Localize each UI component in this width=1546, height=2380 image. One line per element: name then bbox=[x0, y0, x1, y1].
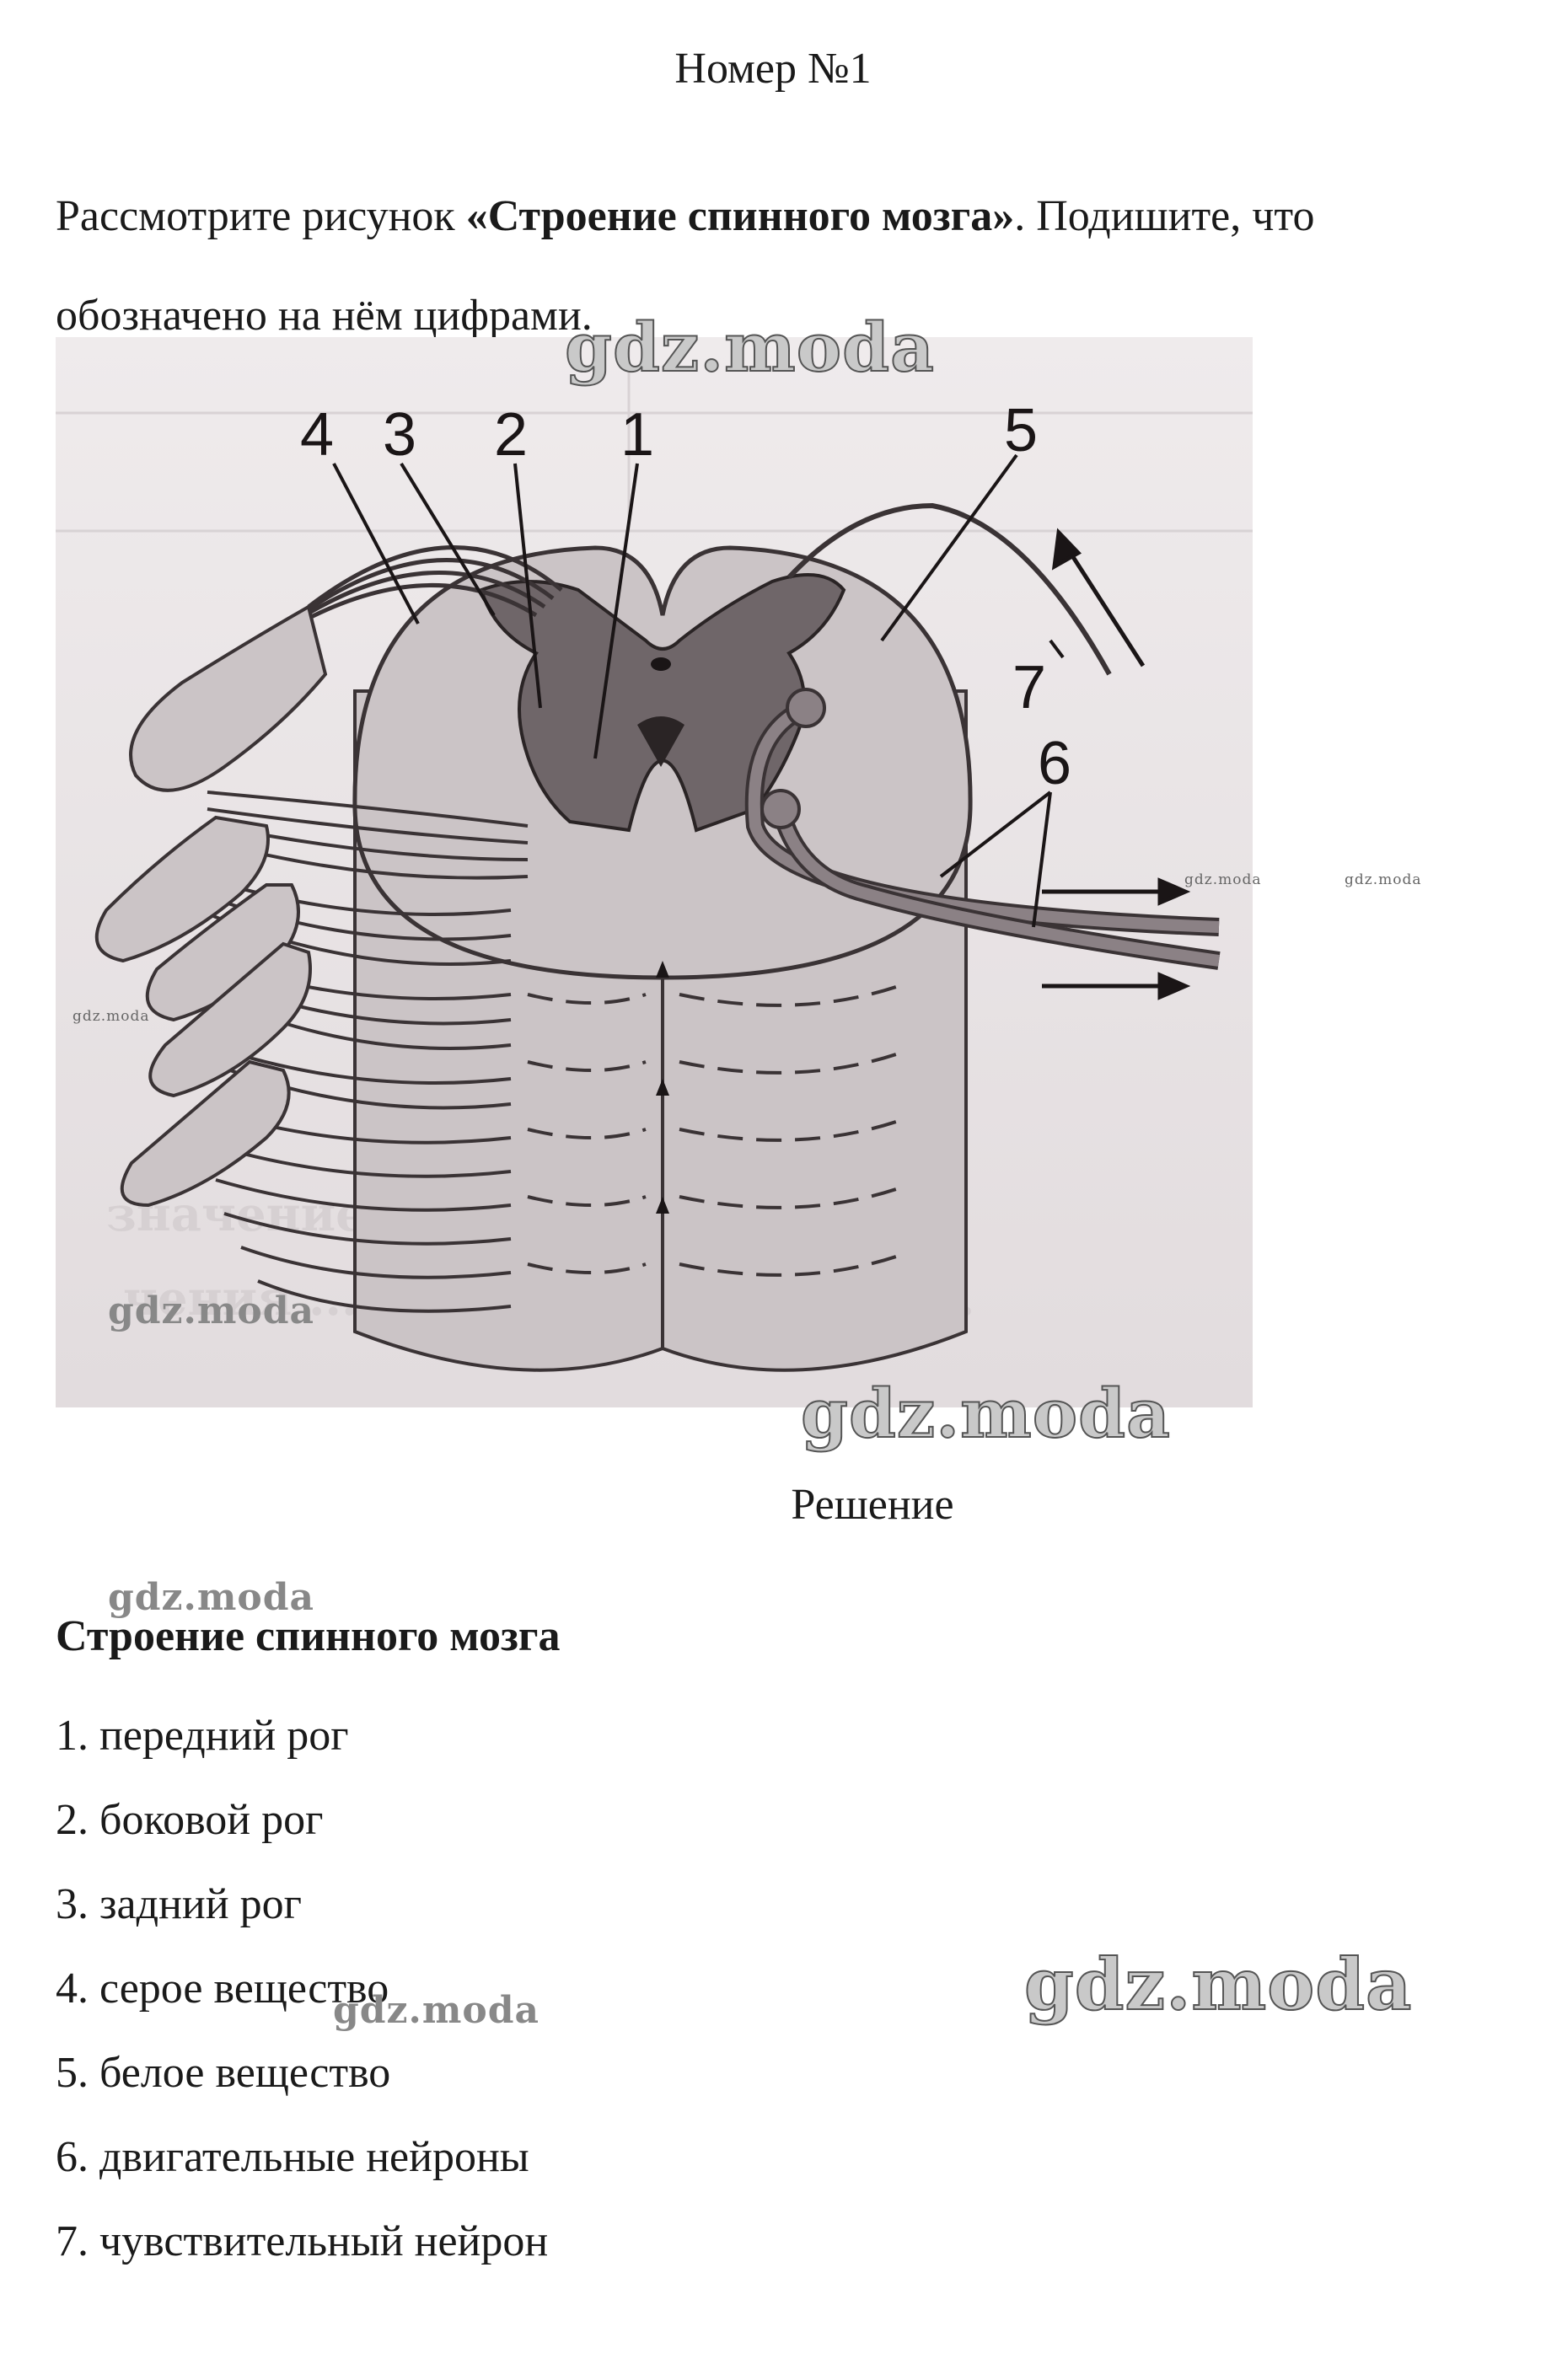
figure-background-lines bbox=[56, 337, 1253, 533]
answer-item-3: 3. задний рог bbox=[56, 1880, 302, 1928]
answer-item-2: 2. боковой рог bbox=[56, 1796, 324, 1844]
segment-dashes bbox=[527, 984, 899, 1277]
task-text: Рассмотрите рисунок «Строение спинного м… bbox=[56, 167, 1506, 366]
watermark: gdz.moda bbox=[1023, 1942, 1413, 2027]
signal-arrows bbox=[1042, 528, 1191, 1000]
label-7: 7 bbox=[1012, 654, 1046, 721]
sensory-neuron bbox=[786, 502, 1112, 676]
solution-label: Решение bbox=[791, 1481, 954, 1529]
label-3: 3 bbox=[383, 401, 416, 469]
watermark: gdz.moda bbox=[1345, 871, 1422, 888]
page-title: Номер №1 bbox=[674, 45, 872, 93]
task-prefix: Рассмотрите рисунок bbox=[56, 192, 466, 240]
label-4: 4 bbox=[300, 401, 334, 469]
motor-neurons bbox=[744, 688, 1221, 970]
answer-list: 1. передний рог 2. боковой рог 3. задний… bbox=[56, 1694, 548, 2284]
answer-item-5: 5. белое вещество bbox=[56, 2049, 391, 2097]
answer-item-6: 6. двигательные нейроны bbox=[56, 2133, 529, 2181]
spinal-ganglia bbox=[94, 603, 328, 1208]
label-5: 5 bbox=[1004, 397, 1038, 464]
answer-item-7: 7. чувствительный нейрон bbox=[56, 2217, 549, 2265]
answer-item-1: 1. передний рог bbox=[56, 1712, 349, 1760]
central-canal bbox=[651, 657, 671, 671]
label-leaders bbox=[332, 453, 1065, 928]
spinal-cord-figure: значение для ... имеет чения ... рабочег… bbox=[56, 337, 1253, 1407]
spinal-cord-diagram: значение для ... имеет чения ... рабочег… bbox=[56, 337, 1253, 1407]
label-6: 6 bbox=[1038, 730, 1071, 797]
answer-item-4: 4. серое вещество bbox=[56, 1965, 389, 2013]
anterior-fissure bbox=[637, 716, 684, 767]
midline-arrows bbox=[656, 961, 669, 1214]
label-2: 2 bbox=[494, 401, 528, 469]
label-1: 1 bbox=[620, 401, 654, 469]
answer-heading: Строение спинного мозга bbox=[56, 1612, 561, 1660]
dorsal-rootlets bbox=[282, 545, 563, 635]
task-suffix: . Подишите, что обозначено на нём цифрам… bbox=[56, 192, 1315, 340]
task-bold-title: «Строение спинного мозга» bbox=[465, 192, 1015, 240]
